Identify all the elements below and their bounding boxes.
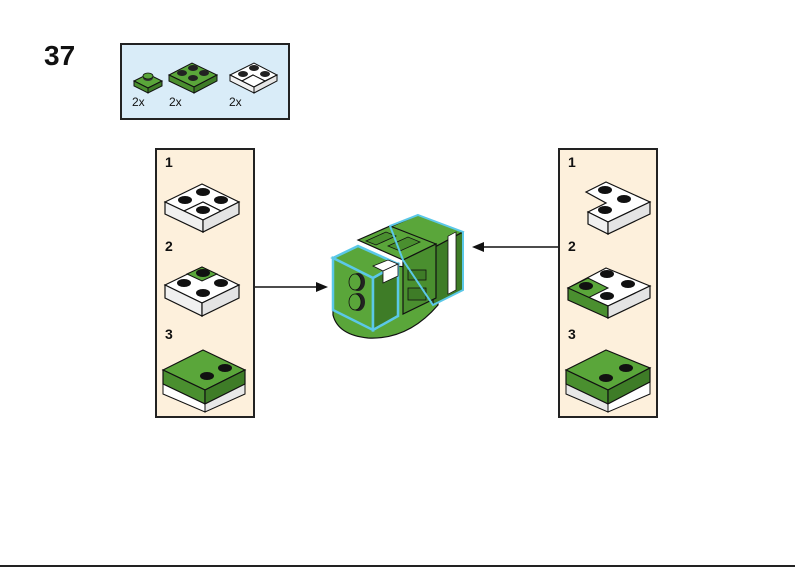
- page-bottom-rule: [0, 565, 795, 567]
- main-model-illustration: [328, 210, 473, 350]
- right-arrow: [472, 242, 558, 252]
- left-arrow: [255, 282, 328, 292]
